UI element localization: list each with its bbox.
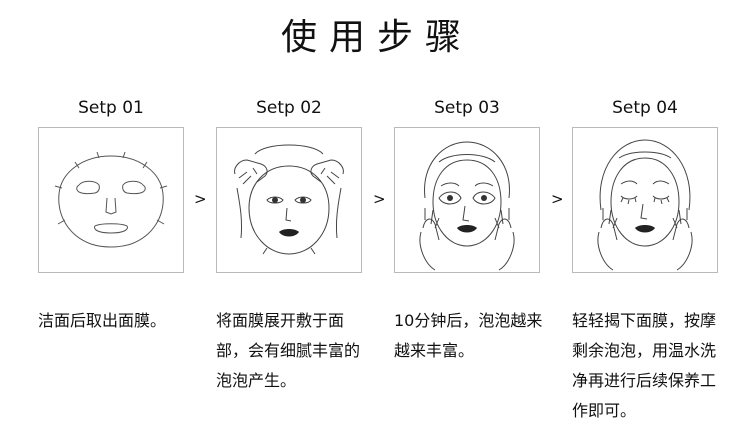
step-2-label: Setp 02 (256, 98, 322, 118)
step-4-panel (572, 127, 718, 273)
sheet-mask-illustration (54, 151, 168, 248)
foaming-mask-illustration (419, 141, 515, 271)
step-1-panel (38, 127, 184, 273)
step-1-label: Setp 01 (78, 98, 144, 118)
step-2-panel (216, 127, 362, 273)
step-1-description: 洁面后取出面膜。 (38, 311, 167, 330)
step-3-label: Setp 03 (434, 98, 500, 118)
step-4-label: Setp 04 (612, 98, 678, 118)
massage-rinse-illustration (597, 139, 693, 271)
step-arrow-3: > (551, 190, 564, 208)
step-4-description: 轻轻揭下面膜，按摩剩余泡泡，用温水洗净再进行后续保养工作即可。 (572, 311, 717, 420)
page-title: 使用步骤 (280, 17, 473, 58)
step-arrow-1: > (194, 190, 207, 208)
applying-mask-illustration (234, 144, 344, 255)
step-arrow-2: > (373, 190, 386, 208)
step-2-description: 将面膜展开敷于面部，会有细腻丰富的泡泡产生。 (216, 311, 361, 390)
step-3-description: 10分钟后，泡泡越来越来丰富。 (394, 311, 543, 360)
step-3-panel (394, 127, 540, 273)
